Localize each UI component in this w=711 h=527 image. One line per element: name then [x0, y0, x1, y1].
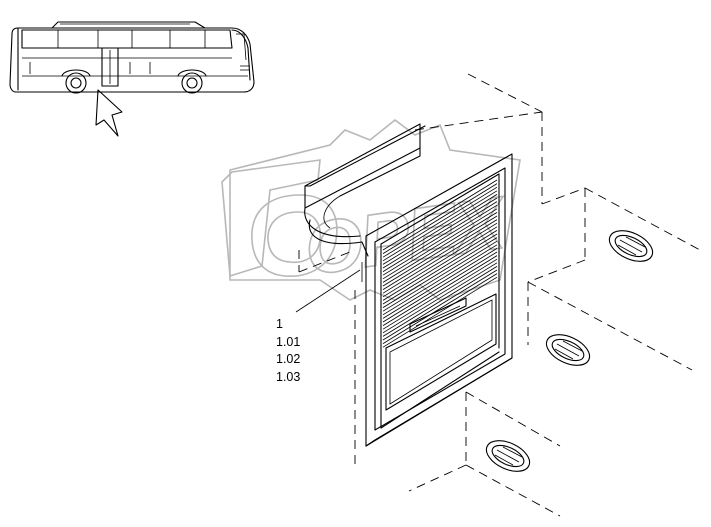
shutter-slat-line [382, 226, 498, 298]
part-number-1-02: 1.02 [276, 352, 301, 366]
part-number-1-01: 1.01 [276, 334, 301, 349]
shutter-slat-line [382, 215, 498, 287]
marker-light-3 [485, 440, 531, 472]
callout-leader [295, 262, 363, 313]
shutter-slat-line [382, 212, 498, 283]
shutter-slat-line [382, 190, 498, 262]
body-outline [298, 73, 701, 517]
part-number-1-03: 1.03 [276, 369, 301, 384]
shutter-slat-line [382, 233, 498, 305]
shutter-slat-line [382, 273, 498, 344]
shutter-slat-line [382, 251, 498, 323]
shutter-slat-line [382, 222, 498, 294]
shutter-slat-line [382, 255, 498, 326]
shutter-slat-line [382, 197, 498, 269]
shutter-handle [409, 297, 467, 333]
location-arrow-icon [95, 89, 123, 137]
shutter-slat-line [382, 269, 498, 341]
shutter-slat-line [382, 240, 498, 312]
shutter-slat-line [382, 186, 498, 258]
shutter-slats [382, 179, 498, 348]
lower-panel [385, 293, 497, 411]
shutter-slat-line [382, 194, 498, 265]
marker-light-1 [608, 230, 654, 262]
part-number-1: 1 [276, 317, 283, 331]
shutter-slat-line [382, 248, 498, 319]
shutter-slat-line [382, 201, 498, 272]
shutter-slat-line [382, 262, 498, 334]
shutter-slat-line [382, 276, 498, 348]
shutter-slat-line [382, 237, 498, 308]
marker-light-2 [545, 334, 591, 366]
shutter-slat-line [382, 266, 498, 337]
shutter-slat-line [382, 208, 498, 280]
bus-thumbnail-icon [9, 21, 255, 94]
shutter-slat-line [382, 244, 498, 316]
shutter-slat-line [382, 179, 498, 251]
hatch-frame [365, 153, 513, 447]
watermark-logo: OPEX [221, 118, 521, 301]
shutter-slat-line [382, 204, 498, 276]
top-profile-part [304, 123, 426, 257]
shutter-slat-line [382, 258, 498, 330]
shutter-slat-line [382, 219, 498, 290]
shutter-slat-line [382, 183, 498, 254]
part-number-callout: 1 1.01 1.02 1.03 [276, 316, 300, 386]
shutter-slat-line [382, 230, 498, 301]
